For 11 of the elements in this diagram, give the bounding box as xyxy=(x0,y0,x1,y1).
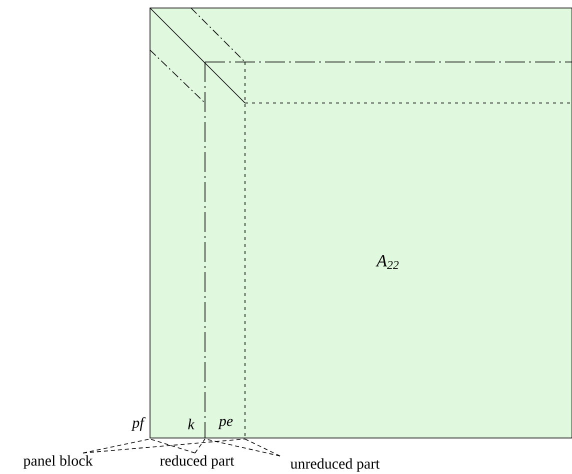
leader-text: unreduced part xyxy=(290,458,380,472)
leader-line xyxy=(82,438,246,454)
index-label: pe xyxy=(218,418,233,430)
leader-text: panel block xyxy=(23,455,93,469)
leader-line xyxy=(82,438,150,454)
leader-line xyxy=(244,438,280,456)
index-label: pf xyxy=(131,417,146,431)
leader-line xyxy=(194,438,206,454)
leader-line xyxy=(150,438,196,454)
index-label: k xyxy=(188,418,195,430)
leader-text: reduced part xyxy=(160,455,234,469)
